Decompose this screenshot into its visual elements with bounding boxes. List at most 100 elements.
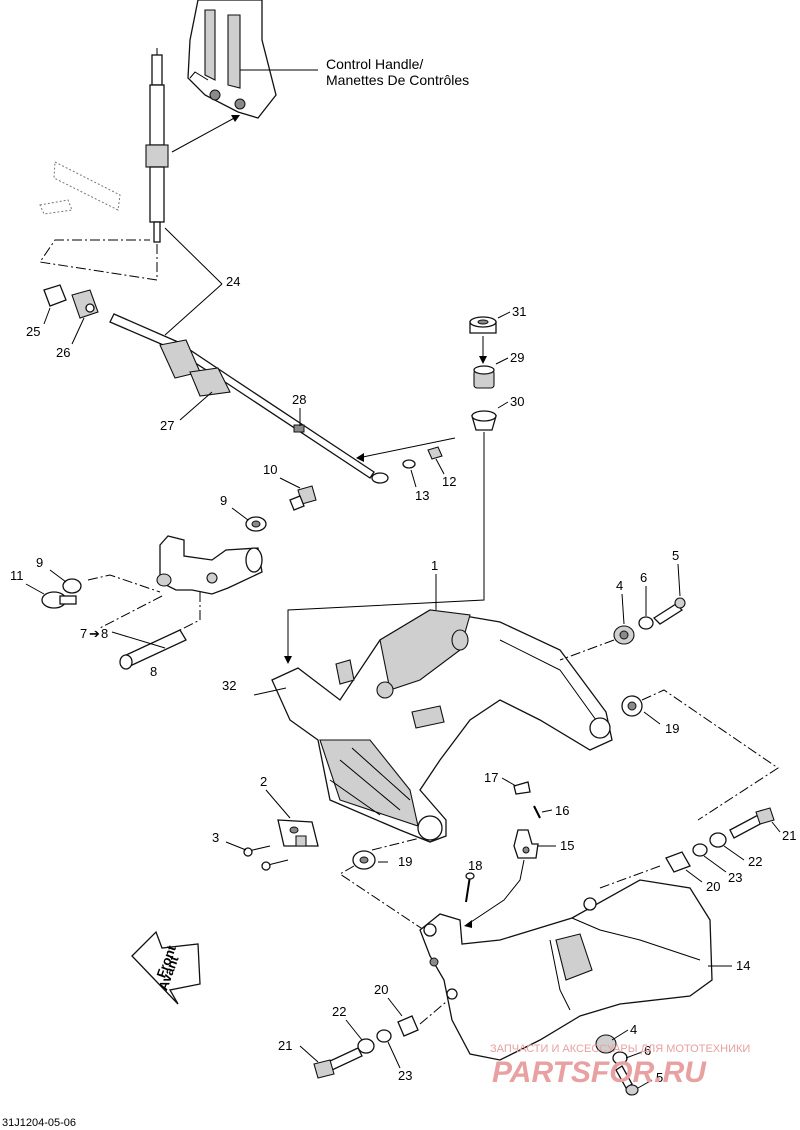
leader-3 bbox=[225, 841, 247, 851]
callout-9-lower: 9 bbox=[36, 555, 43, 570]
part-6-washer-upper bbox=[638, 616, 654, 630]
callout-8: 8 bbox=[150, 664, 157, 679]
leader-6-lower bbox=[625, 1051, 643, 1059]
cover-housing bbox=[419, 879, 713, 1061]
leader-21-left bbox=[299, 1045, 319, 1063]
leader-19-upper bbox=[643, 711, 661, 725]
part-20-spacer-left bbox=[397, 1015, 419, 1037]
part-5-bolt-lower bbox=[615, 1065, 639, 1096]
part-22-washer-right bbox=[709, 832, 727, 848]
callout-14: 14 bbox=[736, 958, 750, 973]
control-handle-housing bbox=[187, 0, 277, 119]
callout-22-left: 22 bbox=[332, 1004, 346, 1019]
main-bracket bbox=[271, 609, 613, 843]
leader-30 bbox=[497, 401, 509, 409]
part-18-screw bbox=[465, 872, 475, 903]
part-15-link bbox=[513, 829, 539, 859]
part-2-plate bbox=[277, 819, 319, 847]
callout-6-lower: 6 bbox=[644, 1043, 651, 1058]
leader-17 bbox=[501, 777, 517, 787]
part-4-nut-upper bbox=[613, 625, 635, 645]
shift-cable-upper bbox=[145, 48, 169, 243]
figure-code: 31J1204-05-06 bbox=[2, 1117, 76, 1129]
callout-25: 25 bbox=[26, 324, 40, 339]
leader-24b bbox=[164, 283, 223, 336]
dash-20-right bbox=[599, 865, 661, 889]
part-17-clip bbox=[513, 781, 531, 795]
arrowhead bbox=[464, 920, 472, 928]
callout-2: 2 bbox=[260, 774, 267, 789]
callout-15: 15 bbox=[560, 838, 574, 853]
leader-housing-arrow bbox=[171, 115, 239, 153]
part-21-bolt-right bbox=[729, 807, 775, 839]
callout-20-left: 20 bbox=[374, 982, 388, 997]
callout-20-right: 20 bbox=[706, 879, 720, 894]
callout-16: 16 bbox=[555, 803, 569, 818]
callout-10: 10 bbox=[263, 462, 277, 477]
part-11-pin bbox=[41, 591, 77, 609]
watermark-tagline: ЗАПЧАСТИ И АКСЕССУАРЫ ДЛЯ МОТОТЕХНИКИ bbox=[490, 1043, 750, 1055]
lever-dash-a bbox=[87, 574, 163, 629]
leader-9-lower bbox=[49, 569, 67, 583]
control-handle-label-fr: Manettes De Contrôles bbox=[326, 72, 469, 88]
callout-4-lower: 4 bbox=[630, 1022, 637, 1037]
part-21-bolt-left bbox=[313, 1047, 363, 1079]
part-19-bushing-upper bbox=[621, 695, 643, 717]
lever-dash-b bbox=[175, 592, 201, 633]
part-22-washer-left bbox=[357, 1038, 375, 1054]
part-23-washer-right bbox=[692, 843, 708, 857]
leader-21-right bbox=[771, 821, 781, 833]
arrowhead bbox=[284, 656, 292, 664]
dash-19-upper bbox=[641, 689, 779, 821]
part-4-nut-lower bbox=[595, 1034, 617, 1054]
callout-6-upper: 6 bbox=[640, 570, 647, 585]
link-15-to-14 bbox=[467, 859, 525, 925]
arrowhead bbox=[231, 115, 240, 122]
leader-20-left bbox=[387, 997, 403, 1017]
callout-8-ref: 8 bbox=[101, 626, 108, 641]
callout-27: 27 bbox=[160, 418, 174, 433]
callout-9-upper: 9 bbox=[220, 493, 227, 508]
ghost-plate bbox=[39, 161, 121, 215]
callout-32: 32 bbox=[222, 678, 236, 693]
leader-5-lower bbox=[637, 1079, 653, 1089]
leader-23-left bbox=[387, 1041, 401, 1069]
part-9-bushing-upper bbox=[245, 516, 267, 532]
leader-22-right bbox=[723, 845, 745, 861]
callout-12: 12 bbox=[442, 474, 456, 489]
part-5-bolt-upper bbox=[652, 597, 686, 625]
leader-10 bbox=[279, 477, 301, 489]
front-direction-arrow: Front Avant bbox=[131, 930, 201, 1005]
leader-4-upper bbox=[621, 593, 625, 625]
part-10-bolt bbox=[289, 485, 317, 511]
callout-23-left: 23 bbox=[398, 1068, 412, 1083]
arrowhead bbox=[479, 356, 487, 364]
part-26-nut bbox=[71, 289, 99, 319]
leader-16 bbox=[541, 809, 553, 813]
callout-5-upper: 5 bbox=[672, 548, 679, 563]
watermark-brand: PARTSFOR.RU bbox=[492, 1056, 707, 1089]
arrowhead bbox=[356, 453, 364, 462]
leader-5-upper bbox=[677, 563, 681, 597]
callout-19-lower: 19 bbox=[398, 854, 412, 869]
leader-24a bbox=[164, 227, 223, 285]
leader-2 bbox=[265, 789, 291, 819]
leader-11 bbox=[25, 583, 45, 595]
part-25-bushing bbox=[43, 284, 67, 307]
callout-11: 11 bbox=[10, 568, 24, 583]
part-8-pin bbox=[119, 629, 187, 670]
callout-13: 13 bbox=[415, 488, 429, 503]
callout-31: 31 bbox=[512, 304, 526, 319]
leader-4-lower bbox=[611, 1029, 629, 1041]
part-13-washer bbox=[402, 459, 416, 469]
leader-12 bbox=[435, 458, 445, 475]
callout-18: 18 bbox=[468, 858, 482, 873]
part-32-pin bbox=[253, 687, 287, 696]
callout-21-right: 21 bbox=[782, 828, 796, 843]
leader-20-right bbox=[685, 869, 703, 883]
leader-13 bbox=[410, 469, 417, 488]
leader-31 bbox=[497, 311, 511, 319]
leader-29 bbox=[495, 357, 509, 365]
part-30-collar bbox=[471, 410, 497, 431]
